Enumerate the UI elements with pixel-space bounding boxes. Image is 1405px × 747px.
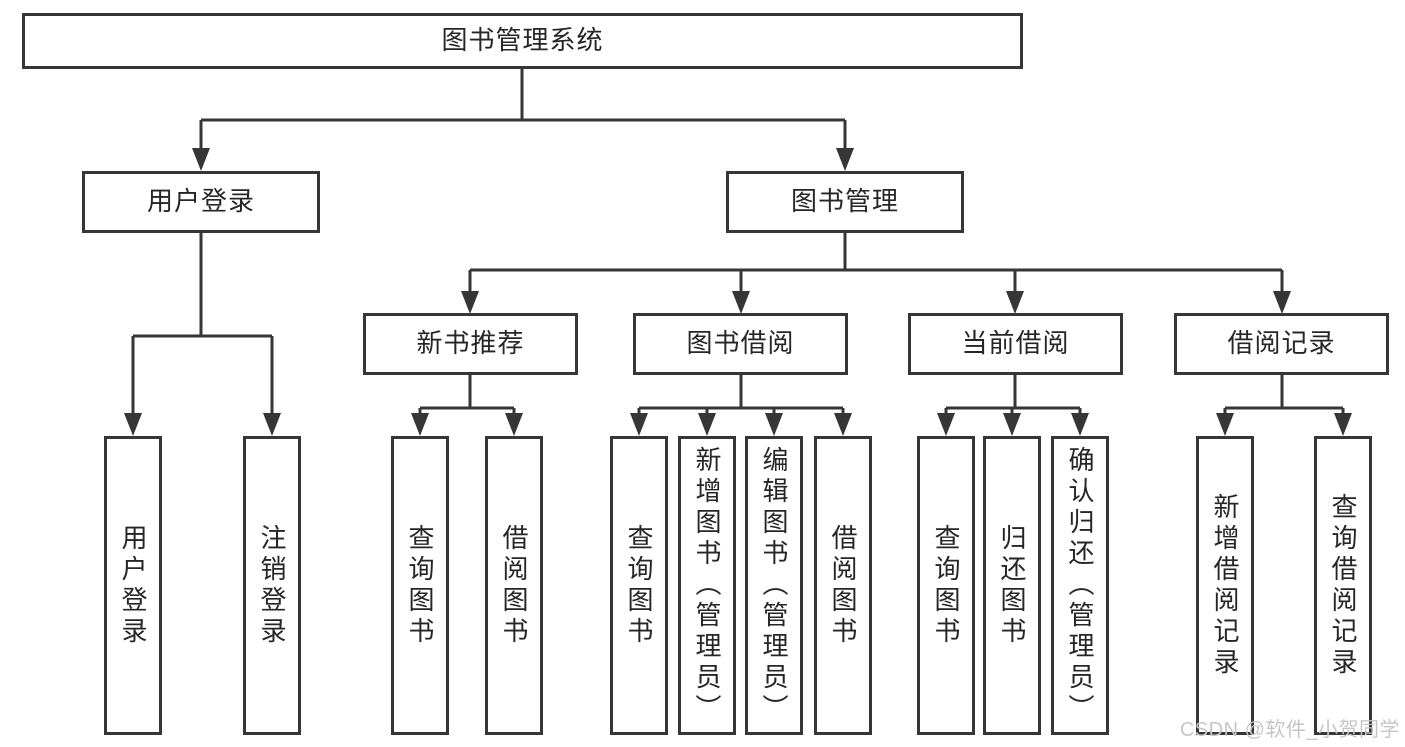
node-query-borrow-record: 查询借阅记录 [1314,436,1372,735]
node-logout-leaf: 注销登录 [243,436,301,735]
node-query-books-borrowing: 查询图书 [610,436,668,735]
node-label: 确认归还（管理员） [1065,446,1095,725]
node-label: 查询借阅记录 [1328,492,1358,679]
node-borrow-books-borrowing: 借阅图书 [814,436,872,735]
csdn-watermark: CSDN @软件_小贺同学 [1179,719,1400,741]
node-label: 编辑图书（管理员） [759,446,789,725]
node-label: 归还图书 [997,523,1027,648]
node-label: 查询图书 [931,523,961,648]
node-label: 新增图书（管理员） [692,446,722,725]
node-borrowing-records: 借阅记录 [1174,313,1389,375]
node-new-book-recommend: 新书推荐 [363,313,578,375]
node-label: 用户登录 [118,523,148,648]
node-label: 查询图书 [405,523,435,648]
node-user-login: 用户登录 [82,171,320,233]
node-return-book: 归还图书 [983,436,1041,735]
node-edit-book-admin: 编辑图书（管理员） [745,436,803,735]
node-add-borrow-record: 新增借阅记录 [1196,436,1254,735]
node-label: 查询图书 [624,523,654,648]
node-label: 注销登录 [257,523,287,648]
node-current-borrowing: 当前借阅 [908,313,1123,375]
node-borrow-books-recommend: 借阅图书 [485,436,543,735]
node-query-books-current: 查询图书 [917,436,975,735]
node-label: 借阅图书 [828,523,858,648]
node-add-book-admin: 新增图书（管理员） [678,436,736,735]
node-label: 借阅图书 [499,523,529,648]
node-label: 新增借阅记录 [1210,492,1240,679]
node-library-system: 图书管理系统 [22,13,1023,69]
node-query-books-recommend: 查询图书 [391,436,449,735]
node-confirm-return-admin: 确认归还（管理员） [1051,436,1109,735]
node-user-login-leaf: 用户登录 [104,436,162,735]
node-book-borrowing: 图书借阅 [633,313,848,375]
tree-edges [131,69,1345,415]
arrowhead-icon [124,148,1352,436]
node-book-management: 图书管理 [726,171,964,233]
